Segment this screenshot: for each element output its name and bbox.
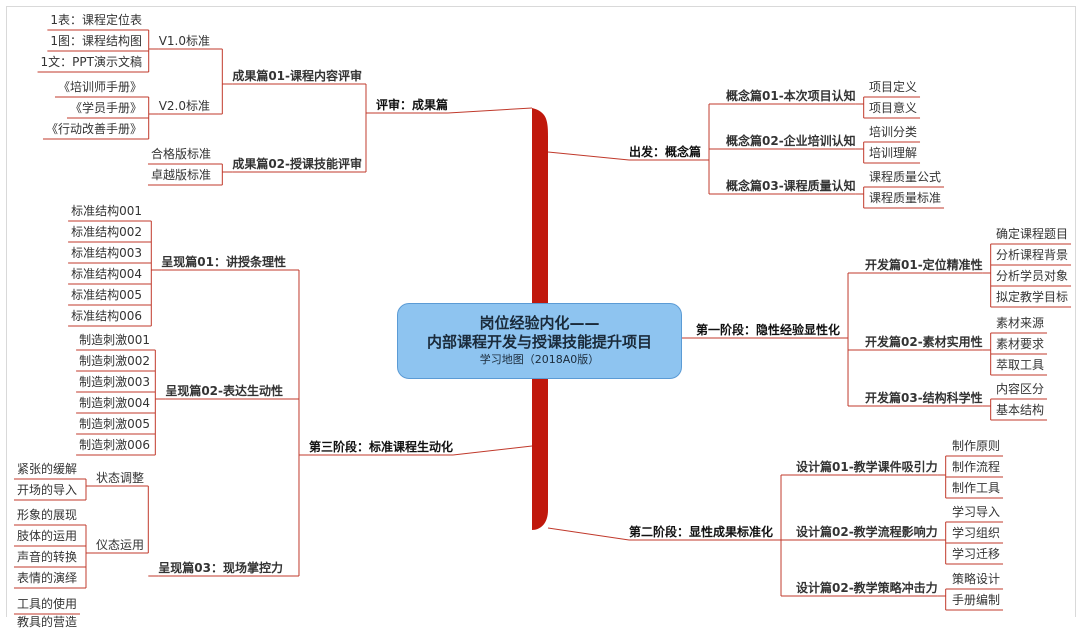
leaf-posture-3[interactable]: 声音的转换 bbox=[16, 550, 77, 564]
leaf-p02-3[interactable]: 制造刺激003 bbox=[79, 375, 150, 389]
leaf-p02-5[interactable]: 制造刺激005 bbox=[79, 417, 150, 431]
leaf-v2-3[interactable]: 《行动改善手册》 bbox=[45, 122, 142, 136]
branch-review[interactable]: 评审：成果篇 bbox=[375, 98, 448, 112]
leaf-p01-3[interactable]: 标准结构003 bbox=[71, 246, 142, 260]
leaf-d01-4[interactable]: 拟定教学目标 bbox=[996, 290, 1069, 304]
leaf-d02-1[interactable]: 素材来源 bbox=[996, 316, 1045, 330]
central-topic[interactable]: 岗位经验内化—— 内部课程开发与授课技能提升项目 学习地图（2018A0版） bbox=[397, 303, 682, 379]
topic-v2[interactable]: V2.0标准 bbox=[158, 99, 210, 113]
leaf-s02-1[interactable]: 学习导入 bbox=[952, 505, 1001, 519]
leaf-p01-2[interactable]: 标准结构002 bbox=[71, 225, 142, 239]
leaf-v1-1[interactable]: 1表：课程定位表 bbox=[50, 13, 142, 27]
leaf-p01-1[interactable]: 标准结构001 bbox=[71, 204, 142, 218]
leaf-p02-1[interactable]: 制造刺激001 bbox=[79, 333, 150, 347]
trunk-link-review bbox=[447, 107, 533, 114]
leaf-c03-1[interactable]: 课程质量公式 bbox=[869, 170, 942, 184]
leaf-p02-2[interactable]: 制造刺激002 bbox=[79, 354, 150, 368]
leaf-r02-2[interactable]: 卓越版标准 bbox=[150, 168, 211, 182]
central-topic-line3: 学习地图（2018A0版） bbox=[479, 353, 600, 366]
leaf-p01-5[interactable]: 标准结构005 bbox=[71, 288, 142, 302]
topic-v1[interactable]: V1.0标准 bbox=[158, 34, 210, 48]
leaf-c02-1[interactable]: 培训分类 bbox=[869, 125, 918, 139]
canvas-frame bbox=[6, 6, 1076, 617]
leaf-d01-2[interactable]: 分析课程背景 bbox=[996, 248, 1069, 262]
leaf-s02-2[interactable]: 学习组织 bbox=[952, 526, 1001, 540]
topic-d02[interactable]: 开发篇02-素材实用性 bbox=[865, 335, 983, 349]
leaf-p02-4[interactable]: 制造刺激004 bbox=[79, 396, 150, 410]
topic-state[interactable]: 状态调整 bbox=[95, 471, 144, 485]
topic-posture[interactable]: 仪态运用 bbox=[95, 538, 144, 552]
leaf-r02-1[interactable]: 合格版标准 bbox=[150, 147, 211, 161]
leaf-s01-3[interactable]: 制作工具 bbox=[952, 481, 1001, 495]
leaf-v2-2[interactable]: 《学员手册》 bbox=[69, 101, 142, 115]
leaf-c02-2[interactable]: 培训理解 bbox=[869, 146, 918, 160]
trunk-link-start bbox=[547, 151, 630, 161]
branch-stage1[interactable]: 第一阶段：隐性经验显性化 bbox=[696, 323, 841, 337]
topic-c02[interactable]: 概念篇02-企业培训认知 bbox=[726, 134, 856, 148]
leaf-c01-1[interactable]: 项目定义 bbox=[869, 80, 918, 94]
leaf-s01-2[interactable]: 制作流程 bbox=[952, 460, 1001, 474]
leaf-s03-1[interactable]: 策略设计 bbox=[952, 572, 1001, 586]
leaf-c03-2[interactable]: 课程质量标准 bbox=[869, 191, 942, 205]
leaf-v1-2[interactable]: 1图：课程结构图 bbox=[50, 34, 142, 48]
leaf-posture-4[interactable]: 表情的演绎 bbox=[16, 571, 77, 585]
branch-stage3[interactable]: 第三阶段：标准课程生动化 bbox=[308, 440, 453, 454]
trunk-link-stage2 bbox=[547, 527, 630, 541]
leaf-tools-1[interactable]: 工具的使用 bbox=[16, 597, 77, 611]
leaf-d03-1[interactable]: 内容区分 bbox=[996, 382, 1045, 396]
branch-stage2[interactable]: 第二阶段：显性成果标准化 bbox=[629, 525, 774, 539]
topic-p02[interactable]: 呈现篇02-表达生动性 bbox=[165, 384, 283, 398]
leaf-p01-4[interactable]: 标准结构004 bbox=[71, 267, 142, 281]
leaf-c01-2[interactable]: 项目意义 bbox=[869, 101, 918, 115]
leaf-d03-2[interactable]: 基本结构 bbox=[996, 403, 1045, 417]
leaf-s03-2[interactable]: 手册编制 bbox=[952, 593, 1001, 607]
topic-s03[interactable]: 设计篇02-教学策略冲击力 bbox=[796, 581, 938, 595]
leaf-d02-2[interactable]: 素材要求 bbox=[996, 337, 1045, 351]
leaf-tools-2[interactable]: 教具的营造 bbox=[16, 615, 77, 629]
leaf-state-2[interactable]: 开场的导入 bbox=[16, 483, 77, 497]
leaf-s02-3[interactable]: 学习迁移 bbox=[952, 547, 1001, 561]
leaf-v2-1[interactable]: 《培训师手册》 bbox=[57, 80, 142, 94]
leaf-p01-6[interactable]: 标准结构006 bbox=[71, 309, 142, 323]
leaf-p02-6[interactable]: 制造刺激006 bbox=[79, 438, 150, 452]
leaf-d01-3[interactable]: 分析学员对象 bbox=[996, 269, 1069, 283]
leaf-state-1[interactable]: 紧张的缓解 bbox=[16, 462, 77, 476]
topic-s01[interactable]: 设计篇01-教学课件吸引力 bbox=[796, 460, 938, 474]
topic-p03[interactable]: 呈现篇03：现场掌控力 bbox=[158, 561, 283, 575]
branch-start[interactable]: 出发：概念篇 bbox=[629, 145, 702, 159]
topic-r01[interactable]: 成果篇01-课程内容评审 bbox=[232, 69, 362, 83]
leaf-d01-1[interactable]: 确定课程题目 bbox=[996, 227, 1069, 241]
central-topic-line2: 内部课程开发与授课技能提升项目 bbox=[426, 333, 652, 351]
central-topic-line1: 岗位经验内化—— bbox=[479, 314, 600, 332]
leaf-v1-3[interactable]: 1文：PPT演示文稿 bbox=[40, 55, 142, 69]
leaf-d02-3[interactable]: 萃取工具 bbox=[996, 358, 1045, 372]
topic-p01[interactable]: 呈现篇01：讲授条理性 bbox=[161, 255, 286, 269]
trunk-link-stage3 bbox=[452, 445, 533, 456]
leaf-s01-1[interactable]: 制作原则 bbox=[952, 439, 1001, 453]
topic-s02[interactable]: 设计篇02-教学流程影响力 bbox=[796, 525, 938, 539]
topic-c03[interactable]: 概念篇03-课程质量认知 bbox=[726, 179, 856, 193]
topic-c01[interactable]: 概念篇01-本次项目认知 bbox=[726, 89, 856, 103]
leaf-posture-2[interactable]: 肢体的运用 bbox=[16, 529, 77, 543]
topic-d01[interactable]: 开发篇01-定位精准性 bbox=[865, 258, 983, 272]
leaf-posture-1[interactable]: 形象的展现 bbox=[16, 508, 77, 522]
topic-d03[interactable]: 开发篇03-结构科学性 bbox=[865, 391, 983, 405]
topic-r02[interactable]: 成果篇02-授课技能评审 bbox=[232, 157, 362, 171]
